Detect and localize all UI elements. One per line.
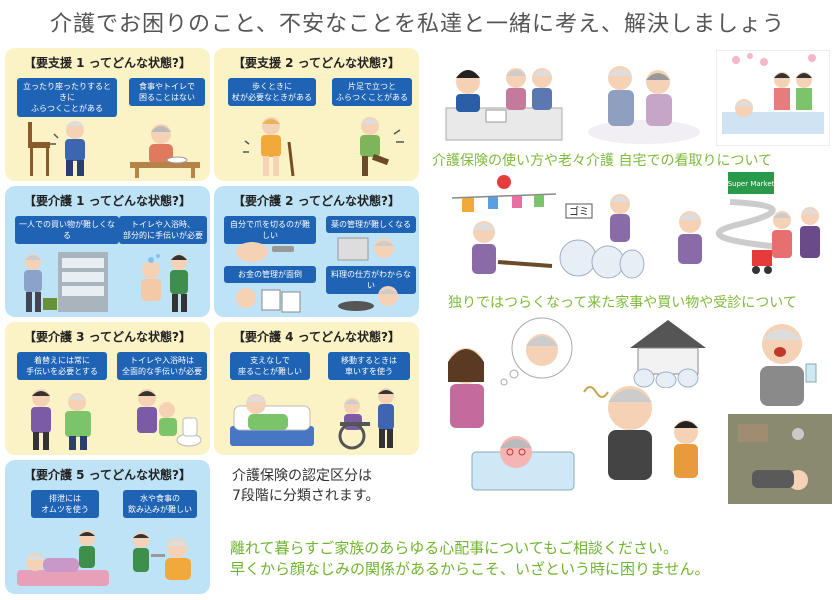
footer-message: 離れて暮らすご家族のあらゆる心配事についてもご相談ください。 早くから顔なじみの… xyxy=(230,538,830,580)
card-title: 【要介護 1 ってどんな状態?】 xyxy=(23,194,192,208)
wheelchair-illustration xyxy=(338,388,394,450)
dressing-assist-illustration xyxy=(31,389,91,450)
caregiver-bathing-illustration xyxy=(141,254,188,312)
caption-daily-life: 独りではつらくなって来た家事や買い物や受診について xyxy=(448,295,797,311)
card-pill: 移動するときは 車いすを使う xyxy=(328,352,410,380)
worried-daughter-illustration xyxy=(448,317,573,428)
card-pill: トイレや入浴時、 部分的に手伝いが必要 xyxy=(119,216,207,244)
card-pill: 支えなしで 座ることが難しい xyxy=(230,352,310,380)
footer-line-2: 早くから顔なじみの関係があるからこそ、いざという時に困りません。 xyxy=(230,560,710,578)
card-pill: 立ったり座ったりするときに ふらつくことがある xyxy=(17,78,117,117)
caption-care-insurance: 介護保険の使い方や老々介護 自宅での看取りについて xyxy=(432,153,773,169)
elder-with-cane-illustration xyxy=(243,117,295,177)
card-pill: 水や食事の 飲み込みが難しい xyxy=(123,490,197,518)
elder-in-bed-illustration xyxy=(230,394,314,446)
card-care-2: 【要介護 2 ってどんな状態?】 自分で爪を切るのが難しい 薬の管理が難しくなる… xyxy=(214,186,419,317)
feeding-assist-illustration xyxy=(133,532,191,580)
card-title: 【要支援 1 ってどんな状態?】 xyxy=(23,56,192,70)
card-care-5: 【要介護 5 ってどんな状態?】 排泄には オムツを使う 水や食事の 飲み込みが… xyxy=(5,460,210,594)
card-pill: 着替えには常に 手伝いを必要とする xyxy=(17,352,107,380)
elder-bathing-dizzy-illustration xyxy=(471,436,575,491)
card-pill: 食事やトイレで 困ることはない xyxy=(129,78,205,106)
card-pill: 料理の仕方がわからない xyxy=(326,266,416,294)
elder-one-leg-illustration xyxy=(360,117,404,176)
card-pill: お金の管理が面倒 xyxy=(224,266,316,283)
nail-clipping-illustration xyxy=(236,242,294,262)
money-bills-illustration xyxy=(236,288,301,313)
garbage-bags-illustration: ゴミ xyxy=(559,194,645,279)
house-clutter-illustration xyxy=(630,320,706,388)
card-title: 【要介護 5 ってどんな状態?】 xyxy=(23,468,192,482)
medicine-illustration xyxy=(337,237,394,261)
laundry-illustration xyxy=(451,175,557,274)
toilet-assist-illustration xyxy=(137,389,202,447)
card-support-1: 【要支援 1 ってどんな状態?】 立ったり座ったりするときに ふらつくことがある… xyxy=(5,48,210,181)
card-pill: 一人での買い物が難しくなる xyxy=(15,216,119,244)
confused-elder-illustration xyxy=(583,386,698,480)
note-line-1: 介護保険の認定区分は xyxy=(232,468,372,484)
card-pill: 薬の管理が難しくなる xyxy=(326,216,416,233)
page-title: 介護でお困りのこと、不安なことを私達と一緒に考え、解決しましょう xyxy=(49,12,786,37)
card-pill: 片足で立つと ふらつくことがある xyxy=(332,78,412,106)
card-title: 【要介護 3 ってどんな状態?】 xyxy=(23,330,192,344)
home-hospice-illustration xyxy=(716,50,830,146)
elder-stumbling-illustration xyxy=(28,121,85,176)
elder-fallen-illustration xyxy=(728,414,832,504)
consultation-desk-illustration xyxy=(445,68,563,141)
diaper-care-illustration xyxy=(17,530,109,586)
shopping-trip-illustration: Super Market xyxy=(678,172,820,274)
card-care-1: 【要介護 1 ってどんな状態?】 一人での買い物が難しくなる トイレや入浴時、 … xyxy=(5,186,210,317)
elder-choking-illustration xyxy=(760,324,817,406)
elderly-couple-care-illustration xyxy=(588,66,700,144)
supermarket-sign: Super Market xyxy=(728,180,775,188)
card-title: 【要介護 2 ってどんな状態?】 xyxy=(232,194,401,208)
card-title: 【要介護 4 ってどんな状態?】 xyxy=(232,330,401,344)
card-support-2: 【要支援 2 ってどんな状態?】 歩くときに 杖が必要なときがある 片足で立つと… xyxy=(214,48,419,181)
card-care-3: 【要介護 3 ってどんな状態?】 着替えには常に 手伝いを必要とする トイレや入… xyxy=(5,322,210,455)
card-pill: トイレや入浴時は 全面的な手伝いが必要 xyxy=(117,352,207,380)
note-line-2: 7段階に分類されます。 xyxy=(232,488,380,504)
card-pill: 歩くときに 杖が必要なときがある xyxy=(228,78,316,106)
card-care-4: 【要介護 4 ってどんな状態?】 支えなしで 座ることが難しい 移動するときは … xyxy=(214,322,419,455)
footer-line-1: 離れて暮らすご家族のあらゆる心配事についてもご相談ください。 xyxy=(230,539,679,557)
gomi-sign: ゴミ xyxy=(569,205,589,218)
card-pill: 排泄には オムツを使う xyxy=(31,490,99,518)
elder-eating-illustration xyxy=(130,124,200,178)
card-title: 【要支援 2 ってどんな状態?】 xyxy=(232,56,401,70)
classification-note: 介護保険の認定区分は 7段階に分類されます。 xyxy=(232,466,380,506)
card-pill: 自分で爪を切るのが難しい xyxy=(224,216,316,244)
elder-shopping-illustration xyxy=(24,252,108,312)
cooking-illustration xyxy=(338,286,398,311)
